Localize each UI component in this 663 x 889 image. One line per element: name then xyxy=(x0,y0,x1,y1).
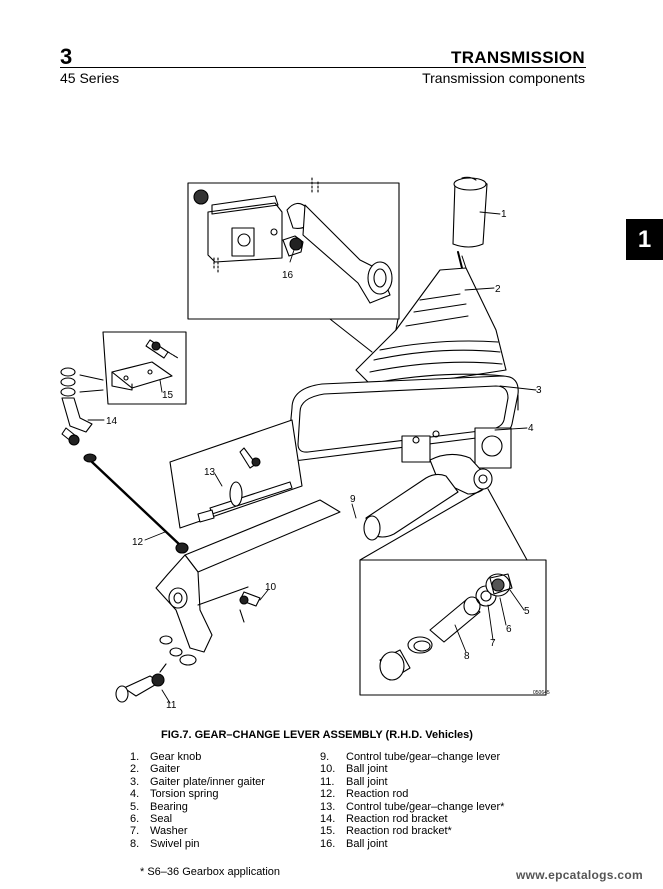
callout-11: 11 xyxy=(166,700,177,711)
list-item: 5.Bearing xyxy=(130,800,188,813)
callout-13: 13 xyxy=(204,467,216,478)
parts-list-left: 1.Gear knob 2.Gaiter 3.Gaiter plate/inne… xyxy=(130,751,265,850)
chapter-tab[interactable]: 1 xyxy=(626,219,663,260)
list-item: 11.Ball joint xyxy=(320,775,388,788)
control-tube-inset-drawing xyxy=(197,447,293,523)
list-item: 8.Swivel pin xyxy=(130,837,200,850)
list-item: 2.Gaiter xyxy=(130,763,180,776)
reaction-rod-bracket-drawing xyxy=(60,367,93,446)
callout-6: 6 xyxy=(506,624,512,635)
callout-1: 1 xyxy=(501,209,507,220)
list-item: 7.Washer xyxy=(130,825,188,838)
chapter-number: 3 xyxy=(60,44,73,69)
list-item: 4.Torsion spring xyxy=(130,788,219,801)
inset-box-control-tube xyxy=(169,419,303,529)
list-item: 14.Reaction rod bracket xyxy=(320,813,448,826)
torsion-spring-drawing xyxy=(401,427,512,495)
series-label: 45 Series xyxy=(60,70,120,86)
footnote: * S6–36 Gearbox application xyxy=(140,866,281,878)
callout-15: 15 xyxy=(162,390,174,401)
callout-7: 7 xyxy=(490,638,496,649)
list-item: 13.Control tube/gear–change lever* xyxy=(320,800,505,813)
callout-2: 2 xyxy=(495,284,501,295)
callout-3: 3 xyxy=(536,385,542,396)
callout-4: 4 xyxy=(528,423,534,434)
list-item: 1.Gear knob xyxy=(130,751,202,763)
figure-reference-code: 050645 xyxy=(533,690,550,696)
list-item: 10.Ball joint xyxy=(320,763,388,776)
list-item: 12.Reaction rod xyxy=(320,788,409,801)
section-title: TRANSMISSION xyxy=(451,48,585,67)
list-item: 16.Ball joint xyxy=(320,837,388,850)
gear-lever-diagram: 1 2 3 4 5 6 7 8 9 10 11 12 13 14 15 16 xyxy=(60,176,547,711)
callout-9: 9 xyxy=(350,494,356,505)
figure-caption: FIG.7. GEAR–CHANGE LEVER ASSEMBLY (R.H.D… xyxy=(161,729,473,741)
callout-14: 14 xyxy=(106,416,118,427)
callout-12: 12 xyxy=(132,537,144,548)
reaction-rod-drawing xyxy=(83,453,189,554)
callout-leaders xyxy=(87,211,537,704)
callout-8: 8 xyxy=(464,651,470,662)
list-item: 6.Seal xyxy=(130,813,173,826)
section-subtitle: Transmission components xyxy=(422,70,585,86)
list-item: 15.Reaction rod bracket* xyxy=(320,825,452,838)
callout-5: 5 xyxy=(524,606,530,617)
list-item: 9.Control tube/gear–change lever xyxy=(320,751,501,763)
parts-list-right: 9.Control tube/gear–change lever 10.Ball… xyxy=(320,751,504,850)
gear-knob-drawing xyxy=(452,176,488,269)
callout-16: 16 xyxy=(282,270,294,281)
gear-change-lever-drawing xyxy=(115,499,341,703)
callout-10: 10 xyxy=(265,582,277,593)
control-tube-drawing xyxy=(363,473,459,541)
header-rule xyxy=(60,67,586,68)
ball-joint-inset-drawing xyxy=(193,177,393,304)
bearing-inset-drawing xyxy=(379,573,513,681)
reaction-rod-bracket-inset-drawing xyxy=(111,339,179,391)
list-item: 3.Gaiter plate/inner gaiter xyxy=(130,775,265,788)
watermark: www.epcatalogs.com xyxy=(516,868,643,882)
